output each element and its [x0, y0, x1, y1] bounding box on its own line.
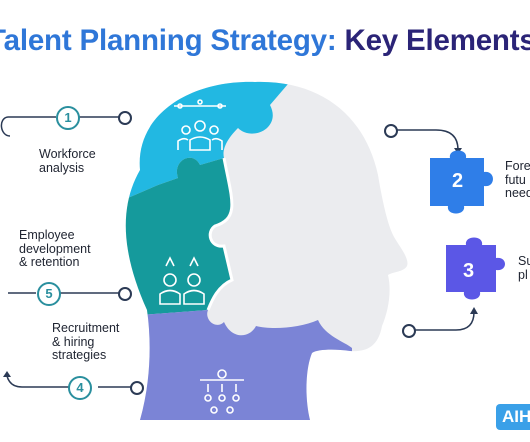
title-part-1: Talent Planning Strategy:: [0, 24, 337, 57]
page-title: Talent Planning Strategy: Key Elements: [0, 26, 530, 56]
puzzle-piece-purple: [125, 310, 352, 420]
step-number-1: 1: [56, 106, 80, 130]
step-label-development: Employee development & retention: [19, 228, 91, 269]
connector-lines: [0, 116, 475, 388]
title-part-2: Key Elements: [344, 24, 530, 57]
side-label-forecast: Fore futu need: [505, 159, 530, 200]
connector-dot: [384, 124, 398, 138]
side-piece-2: [430, 150, 493, 214]
connector-dot: [402, 324, 416, 338]
brand-logo: AIH: [496, 404, 530, 430]
step-number-5: 5: [37, 282, 61, 306]
side-piece-number-3: 3: [463, 260, 475, 282]
hiring-hierarchy-icon: [200, 369, 244, 414]
connector-dot: [118, 111, 132, 125]
side-piece-3: [446, 237, 505, 300]
step-number-4: 4: [68, 376, 92, 400]
step-label-recruitment: Recruitment & hiring strategies: [52, 321, 120, 362]
head-silhouette: [125, 81, 408, 420]
side-label-supply: Su pl: [518, 254, 530, 282]
diverse-people-icon: [159, 256, 205, 305]
connector-dot: [118, 287, 132, 301]
side-piece-number-2: 2: [452, 170, 464, 192]
step-label-workforce: Workforce analysis: [39, 147, 96, 175]
puzzle-seam: [206, 157, 234, 311]
connector-dot: [130, 381, 144, 395]
team-icon: [174, 99, 226, 151]
